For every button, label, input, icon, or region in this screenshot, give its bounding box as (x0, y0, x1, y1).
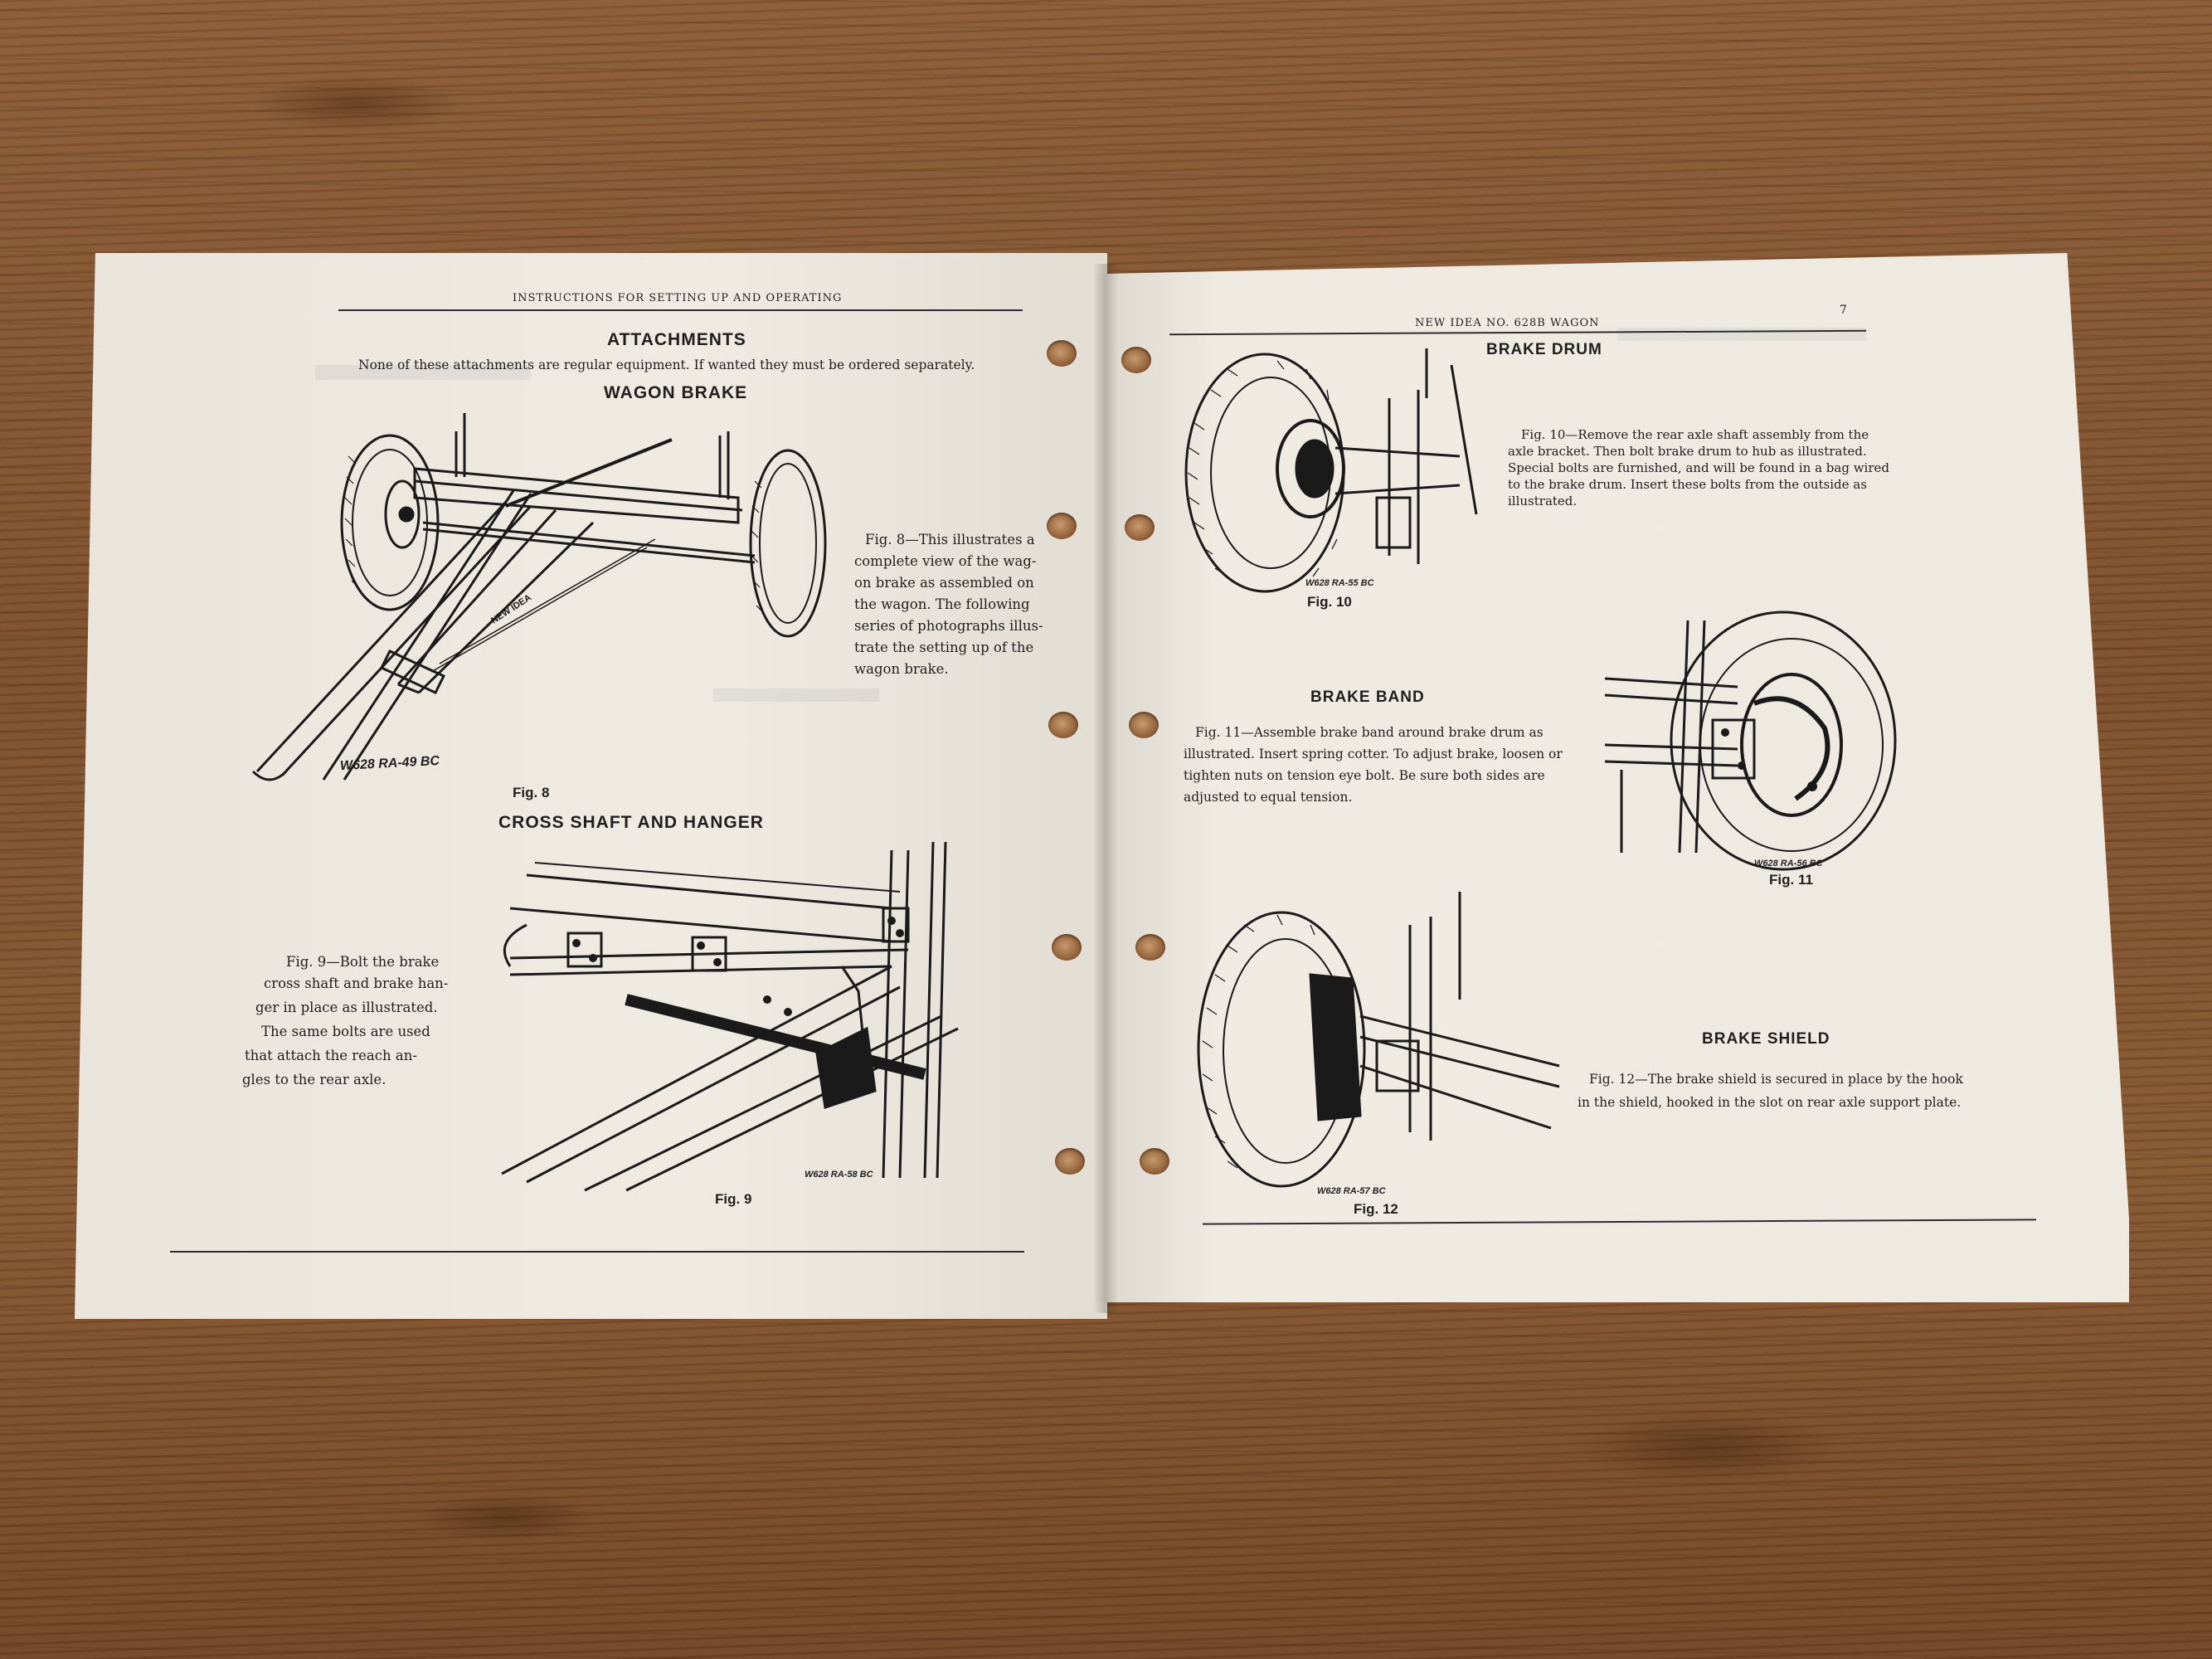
fig-11-code: W628 RA-56 BC (1754, 859, 1823, 868)
fig-11-label: Fig. 11 (1769, 872, 1813, 888)
fig-11-caption-line: tighten nuts on tension eye bolt. Be sur… (1184, 768, 1545, 783)
fig-10-caption-line: Special bolts are furnished, and will be… (1508, 460, 1889, 475)
fig-9-code: W628 RA-58 BC (805, 1170, 873, 1180)
fig-12-label: Fig. 12 (1354, 1201, 1398, 1217)
fig-9-caption-line: Fig. 9—Bolt the brake (286, 954, 440, 970)
fig-10-code: W628 RA-55 BC (1305, 578, 1374, 588)
punch-hole (1047, 340, 1077, 367)
fig-9-caption-line: The same bolts are used (261, 1024, 430, 1039)
tongue-logo: NEW IDEA (489, 592, 533, 625)
footer-rule-left (170, 1251, 1024, 1253)
brake-shield-heading: BRAKE SHIELD (1702, 1030, 1830, 1048)
wood-knot (1576, 1410, 1841, 1485)
punch-hole (1047, 513, 1077, 539)
punch-hole (1140, 1148, 1169, 1175)
fig-9-caption-line: that attach the reach an- (245, 1048, 417, 1063)
brake-band-heading: BRAKE BAND (1310, 688, 1425, 706)
fig-12-code: W628 RA-57 BC (1317, 1186, 1386, 1196)
book-gutter (1093, 264, 1118, 1313)
attachments-heading: ATTACHMENTS (607, 330, 746, 349)
fig-11-brake-band-drawing (1604, 611, 1897, 871)
fig-12-caption-line: in the shield, hooked in the slot on rea… (1578, 1095, 1962, 1110)
fig-9-cross-shaft-drawing (501, 841, 959, 1192)
page-number: 7 (1840, 304, 1847, 317)
running-head-left: INSTRUCTIONS FOR SETTING UP AND OPERATIN… (513, 292, 843, 304)
wood-knot (249, 75, 464, 133)
punch-hole (1135, 934, 1165, 961)
running-head-right: NEW IDEA NO. 628B WAGON (1415, 317, 1600, 329)
fig-12-caption-line: Fig. 12—The brake shield is secured in p… (1589, 1072, 1963, 1087)
fig-8-caption-line: Fig. 8—This illustrates a (865, 532, 1035, 547)
punch-hole (1129, 712, 1159, 738)
fig-8-label: Fig. 8 (513, 785, 550, 800)
fig-10-caption-line: axle bracket. Then bolt brake drum to hu… (1508, 444, 1867, 459)
punch-hole (1048, 712, 1078, 738)
fig-8-caption-line: trate the setting up of the (854, 640, 1034, 655)
fig-10-brake-drum-drawing (1184, 348, 1478, 593)
fig-10-caption-line: illustrated. (1508, 494, 1578, 508)
fig-9-label: Fig. 9 (715, 1191, 752, 1207)
fig-8-caption-line: the wagon. The following (854, 596, 1030, 612)
fig-9-caption-line: ger in place as illustrated. (255, 1000, 438, 1015)
punch-hole (1121, 347, 1151, 373)
fig-12-brake-shield-drawing (1197, 892, 1560, 1188)
fig-8-caption-line: series of photographs illus- (854, 618, 1043, 634)
wood-knot (415, 1493, 597, 1543)
header-rule-left (338, 309, 1023, 311)
fig-8-wagon-brake-drawing: NEW IDEA (251, 413, 827, 781)
punch-hole (1055, 1148, 1085, 1175)
right-page (1096, 253, 2129, 1302)
fig-8-caption-line: complete view of the wag- (854, 553, 1037, 569)
brake-drum-heading: BRAKE DRUM (1486, 341, 1602, 358)
left-page (75, 253, 1107, 1319)
fig-11-caption-line: adjusted to equal tension. (1184, 790, 1353, 805)
cross-shaft-heading: CROSS SHAFT AND HANGER (498, 813, 764, 832)
fig-9-caption-line: gles to the rear axle. (242, 1072, 386, 1087)
fig-10-label: Fig. 10 (1307, 594, 1352, 610)
bleed-through-shadow (713, 688, 879, 702)
punch-hole (1052, 934, 1082, 961)
punch-hole (1125, 514, 1155, 541)
attachments-intro: None of these attachments are regular eq… (358, 358, 975, 372)
wagon-brake-heading: WAGON BRAKE (604, 383, 748, 402)
fig-11-caption-line: illustrated. Insert spring cotter. To ad… (1184, 747, 1563, 761)
fig-9-caption-line: cross shaft and brake han- (264, 975, 449, 991)
fig-8-caption-line: on brake as assembled on (854, 575, 1034, 591)
fig-8-caption-line: wagon brake. (854, 661, 949, 677)
bleed-through-shadow (315, 365, 531, 380)
fig-10-caption-line: Fig. 10—Remove the rear axle shaft assem… (1521, 427, 1869, 442)
fig-10-caption-line: to the brake drum. Insert these bolts fr… (1508, 477, 1867, 492)
fig-11-caption-line: Fig. 11—Assemble brake band around brake… (1195, 725, 1544, 740)
